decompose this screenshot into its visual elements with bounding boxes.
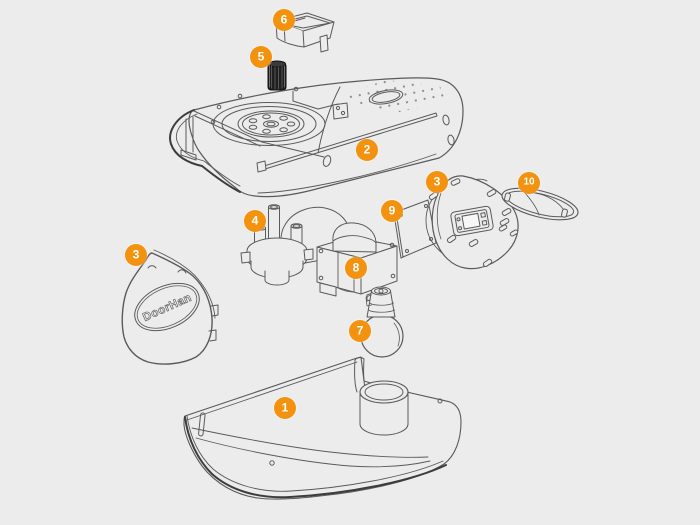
callout-number: 3 xyxy=(132,247,140,262)
callout-number: 8 xyxy=(352,260,360,275)
callout-badge-control-board: 9 xyxy=(381,200,403,222)
callout-number: 7 xyxy=(356,323,364,338)
callout-number: 3 xyxy=(433,174,441,189)
callout-badge-lamp-bulb: 7 xyxy=(349,320,371,342)
callout-badge-coupling-sleeve: 5 xyxy=(250,46,272,68)
callout-number: 1 xyxy=(281,400,289,415)
callout-number: 9 xyxy=(388,203,396,218)
part-coupling-sleeve xyxy=(267,60,287,91)
callout-number: 4 xyxy=(251,213,259,228)
callout-badge-transformer: 8 xyxy=(345,257,367,279)
part-top-cover xyxy=(169,77,464,198)
callout-badge-gear-motor: 4 xyxy=(244,210,266,232)
callout-badge-right-end-plate: 3 xyxy=(426,171,448,193)
callout-number: 5 xyxy=(257,49,265,64)
callout-badge-top-cover: 2 xyxy=(356,139,378,161)
part-oval-ring xyxy=(501,187,579,221)
callout-badge-left-end-cover: 3 xyxy=(125,244,147,266)
callout-number: 6 xyxy=(280,12,288,27)
part-left-end-cover: DoorHan xyxy=(121,249,219,365)
callout-number: 2 xyxy=(363,142,371,157)
part-bottom-housing xyxy=(183,356,462,500)
callout-number: 10 xyxy=(523,176,535,188)
callout-badge-holder-box: 6 xyxy=(273,9,295,31)
part-right-end-plate xyxy=(425,175,519,270)
part-transformer xyxy=(316,222,398,302)
callout-badge-bottom-housing: 1 xyxy=(274,397,296,419)
callout-badge-oval-ring: 10 xyxy=(518,172,540,194)
